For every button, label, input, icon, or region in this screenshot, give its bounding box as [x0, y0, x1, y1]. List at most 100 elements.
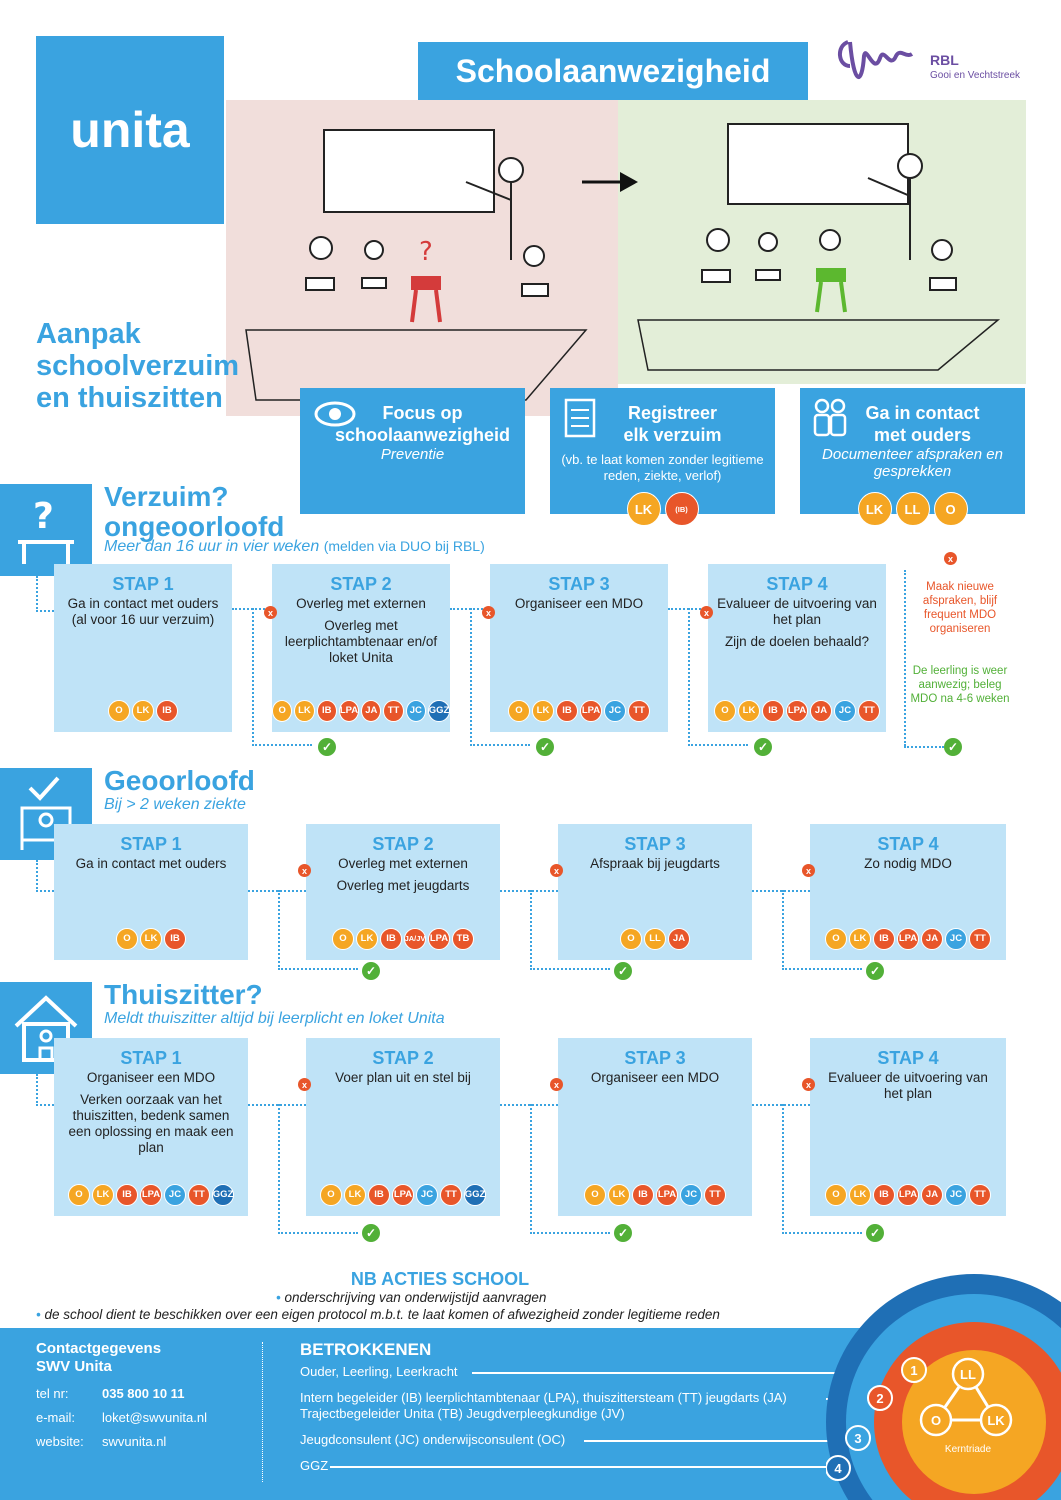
section-thuiszitter-sub: Meldt thuiszitter altijd bij leerplicht …	[104, 1010, 445, 1027]
role-chip-lk: LK	[92, 1184, 114, 1206]
role-chip-lpa: LPA	[580, 700, 602, 722]
eye-icon	[314, 401, 356, 427]
role-chip-lk: LK	[608, 1184, 630, 1206]
role-chip-lk: LK	[132, 700, 154, 722]
parents-icon	[813, 398, 847, 437]
role-chip-ib: IB	[380, 928, 402, 950]
role-chip-o: O	[272, 700, 293, 722]
resolved-check-icon: ✓	[318, 738, 336, 756]
role-chip-lpa: LPA	[786, 700, 808, 722]
role-chip-o: O	[116, 928, 138, 950]
resolved-check-icon: ✓	[944, 738, 962, 756]
section-verzuim-title: Verzuim?ongeoorloofd	[104, 481, 285, 542]
role-chip-tt: TT	[628, 700, 650, 722]
role-chip-o: O	[620, 928, 642, 950]
role-chip-lk: LK	[344, 1184, 366, 1206]
question-desk-icon: ?	[0, 484, 92, 576]
section-geoorloofd-title: Geoorloofd	[104, 765, 255, 796]
not-resolved-icon: x	[944, 552, 957, 565]
checklist-icon	[564, 398, 596, 438]
role-chip-ib: IB	[368, 1184, 390, 1206]
role-chip-lk: LK	[294, 700, 315, 722]
role-chip-lk: LK	[849, 1184, 871, 1206]
role-chip-ggz: GGZ	[212, 1184, 234, 1206]
role-chip-ib: IB	[316, 700, 337, 722]
role-chip-jc: JC	[834, 700, 856, 722]
role-chip-tt: TT	[969, 928, 991, 950]
svg-text:?: ?	[33, 496, 54, 537]
role-chip-o: O	[108, 700, 130, 722]
role-chip-lpa: LPA	[428, 928, 450, 950]
role-chip-lk: LK	[738, 700, 760, 722]
website-link[interactable]: swvunita.nl	[102, 1434, 167, 1449]
not-resolved-icon: x	[802, 864, 815, 877]
betrokkenen-1: Ouder, Leerling, Leerkracht	[300, 1364, 458, 1379]
role-chip-jc: JC	[945, 928, 967, 950]
role-chip-ib: IB	[762, 700, 784, 722]
role-chip-lk: LK	[857, 492, 892, 526]
role-chip-ib: IB	[632, 1184, 654, 1206]
role-chip-ib: (IB)	[664, 492, 699, 526]
kerntriade-label: Kerntriade	[945, 1444, 992, 1455]
ring-num-4: 4	[834, 1461, 842, 1476]
role-chip-lk: LK	[356, 928, 378, 950]
role-chip-lk: LK	[626, 492, 661, 526]
nb-item-2: • de school dient te beschikken over een…	[36, 1307, 720, 1322]
role-chip-jc: JC	[945, 1184, 967, 1206]
nb-item-1: • onderschrijving van onderwijstijd aanv…	[276, 1290, 547, 1305]
unita-logo: unita	[36, 36, 224, 224]
role-chip-ja: JA	[810, 700, 832, 722]
role-chip-lk: LK	[532, 700, 554, 722]
role-chip-lpa: LPA	[897, 1184, 919, 1206]
role-chip-o: O	[933, 492, 968, 526]
betrokkenen-2a: Intern begeleider (IB) leerplichtambtena…	[300, 1390, 787, 1405]
resolved-check-icon: ✓	[362, 1224, 380, 1242]
role-chip-ll: LL	[644, 928, 666, 950]
role-chip-ib: IB	[116, 1184, 138, 1206]
not-resolved-icon: x	[298, 1078, 311, 1091]
role-chip-jajv: JA/JV	[404, 928, 426, 950]
role-chip-ja: JA	[921, 1184, 943, 1206]
role-chip-o: O	[508, 700, 530, 722]
betrokkenen-2b: Trajectbegeleider Unita (TB) Jeugdverple…	[300, 1406, 625, 1421]
role-chip-tt: TT	[858, 700, 880, 722]
ring-num-2: 2	[876, 1391, 883, 1406]
not-resolved-icon: x	[482, 606, 495, 619]
resolved-check-icon: ✓	[866, 962, 884, 980]
kerntriade-rings: LL O LK Kerntriade 1 2 3 4	[826, 1274, 1061, 1500]
email-link[interactable]: loket@swvunita.nl	[102, 1410, 207, 1425]
role-chip-lpa: LPA	[897, 928, 919, 950]
betrokkenen-4: GGZ	[300, 1458, 329, 1473]
svg-text:?: ?	[419, 237, 433, 267]
role-chip-ib: IB	[873, 928, 895, 950]
role-chip-ll: LL	[895, 492, 930, 526]
role-chip-o: O	[320, 1184, 342, 1206]
role-chip-lpa: LPA	[392, 1184, 414, 1206]
role-chip-o: O	[584, 1184, 606, 1206]
arrow-right-icon	[582, 172, 638, 192]
role-chip-jc: JC	[164, 1184, 186, 1206]
resolved-check-icon: ✓	[866, 1224, 884, 1242]
role-chip-lk: LK	[140, 928, 162, 950]
illustration-absent: ?	[226, 100, 618, 416]
role-chip-ib: IB	[164, 928, 186, 950]
role-chip-o: O	[825, 1184, 847, 1206]
role-chip-ggz: GGZ	[427, 700, 450, 722]
section-geoorloofd-sub: Bij > 2 weken ziekte	[104, 796, 246, 813]
tel-label: tel nr:	[36, 1386, 69, 1401]
section-verzuim-sub: Meer dan 16 uur in vier weken (melden vi…	[104, 538, 485, 555]
resolved-check-icon: ✓	[362, 962, 380, 980]
role-chip-ja: JA	[361, 700, 382, 722]
role-chip-o: O	[825, 928, 847, 950]
